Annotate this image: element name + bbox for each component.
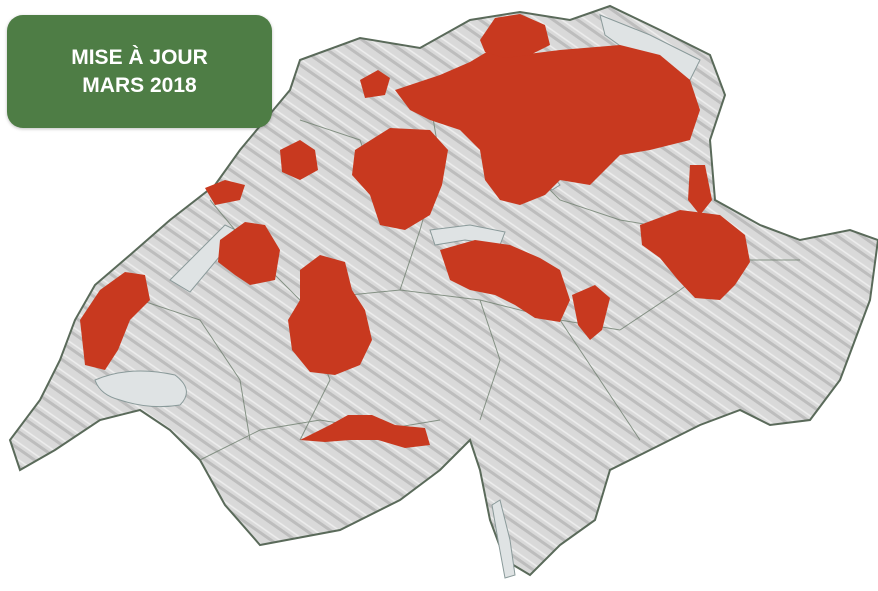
update-badge: MISE À JOUR MARS 2018 <box>7 15 272 128</box>
region-solothurn <box>280 140 318 180</box>
region-central <box>440 240 570 322</box>
region-vaud <box>80 272 150 370</box>
country-shape <box>8 4 878 577</box>
region-schaffhausen <box>480 14 550 58</box>
region-valais-north <box>300 415 430 448</box>
region-uri <box>572 285 610 340</box>
lake-maggiore <box>491 499 516 579</box>
region-northeast <box>395 45 700 205</box>
region-graubunden-north <box>640 210 750 300</box>
region-aargau <box>352 128 448 230</box>
region-jura <box>205 180 245 205</box>
region-north-small <box>360 70 390 98</box>
region-east-strip <box>688 165 712 215</box>
region-bern <box>288 255 372 375</box>
lake-geneva <box>94 370 187 408</box>
region-neuchatel <box>218 222 280 285</box>
highlighted-regions <box>80 14 750 448</box>
badge-line-2: MARS 2018 <box>82 73 197 97</box>
badge-line-1: MISE À JOUR <box>71 45 208 69</box>
